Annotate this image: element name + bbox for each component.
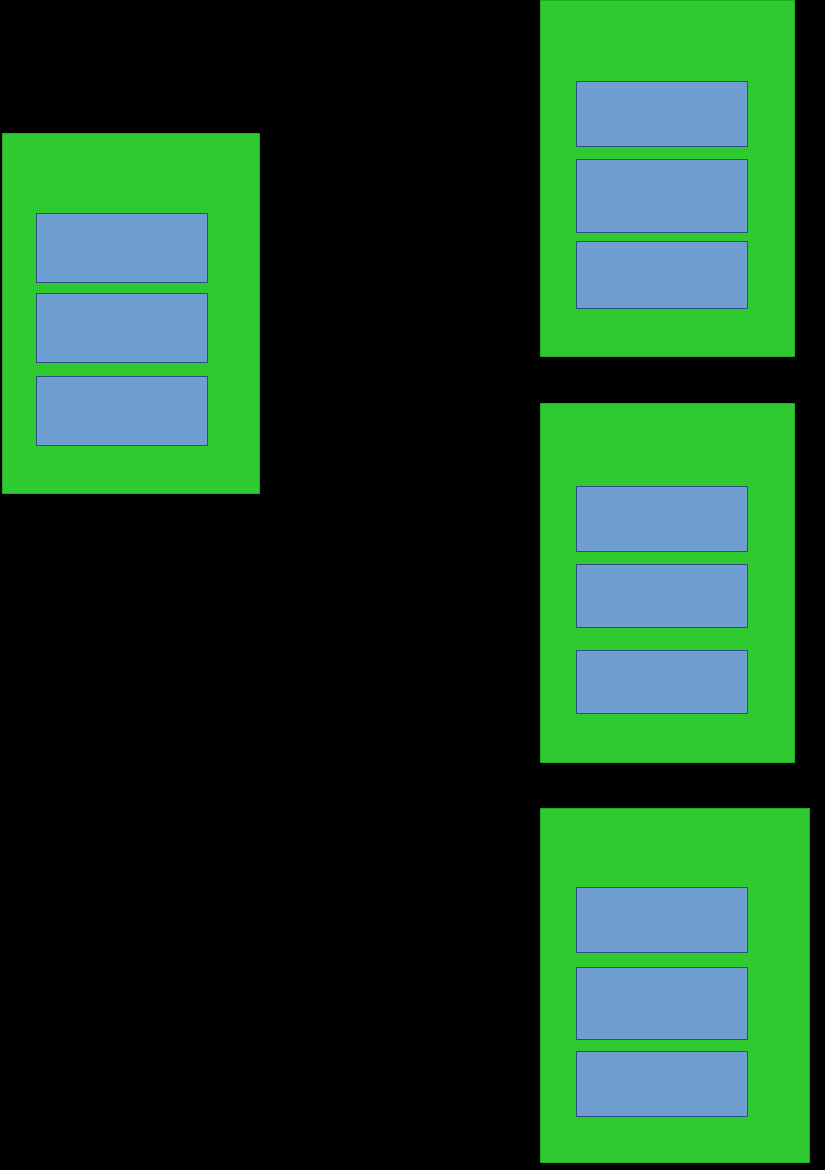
node-top-right	[540, 0, 795, 357]
edge-solid-from-middle	[213, 410, 536, 584]
node-bottom-right-slot-1	[576, 887, 748, 953]
node-bottom-right-slot-2	[576, 967, 748, 1040]
edge-solid-from-bottom	[213, 412, 536, 986]
node-bottom-right	[540, 808, 810, 1163]
node-top-right-slot-3	[576, 241, 748, 309]
node-left-slot-1	[36, 213, 208, 283]
node-mid-right-slot-2	[576, 564, 748, 628]
node-left	[2, 133, 260, 494]
node-left-slot-2	[36, 293, 208, 363]
node-mid-right	[540, 403, 795, 763]
node-mid-right-slot-3	[576, 650, 748, 714]
edge-solid-from-top	[213, 169, 536, 409]
node-top-right-slot-2	[576, 159, 748, 233]
node-left-slot-3	[36, 376, 208, 446]
node-mid-right-slot-1	[576, 486, 748, 552]
node-bottom-right-slot-3	[576, 1051, 748, 1117]
node-top-right-slot-1	[576, 81, 748, 147]
